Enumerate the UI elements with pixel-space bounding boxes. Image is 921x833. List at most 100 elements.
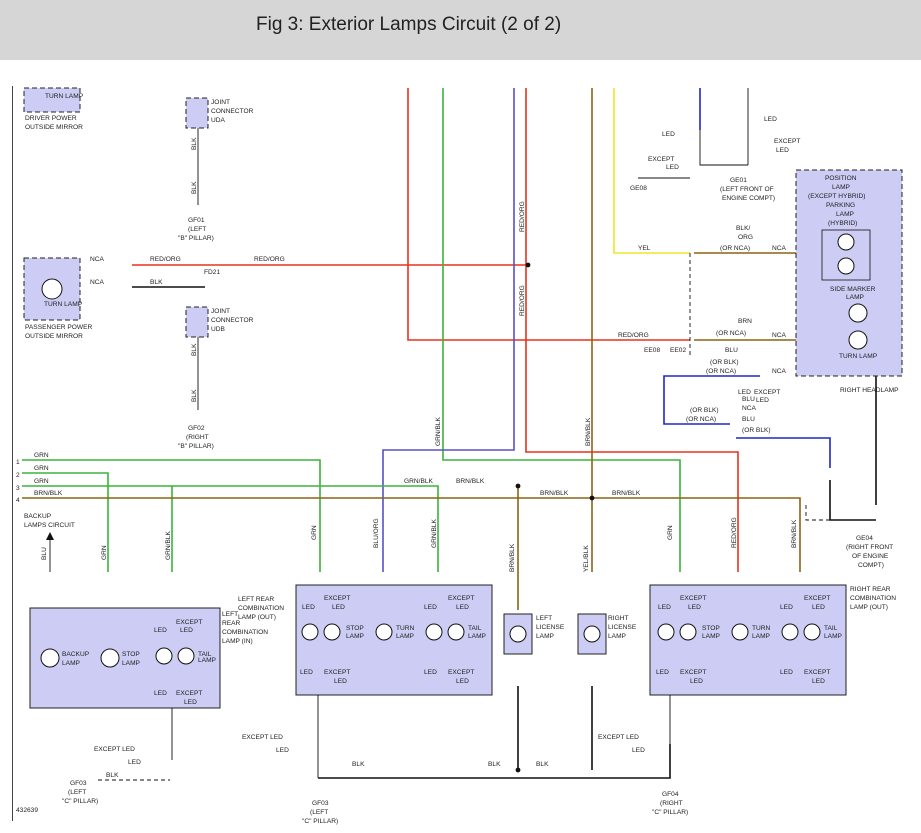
- brn-blk-vert: BRN/BLK: [585, 417, 592, 446]
- stop-lamp-in-icon: [100, 648, 120, 668]
- ge04-desc-3: COMPT): [858, 562, 884, 569]
- ge04-label: GE04: [856, 535, 873, 542]
- or-blk-label-3: (OR BLK): [742, 427, 771, 434]
- blk-vert-udb: BLK: [191, 343, 198, 356]
- parking-lamp-label: LAMP: [836, 211, 855, 218]
- rrco-led-2: [781, 623, 799, 641]
- led-ge-3: LED: [764, 116, 777, 123]
- red-org-vert-2: RED/ORG: [519, 285, 526, 316]
- driver-mirror-label-2: OUTSIDE MIRROR: [25, 124, 83, 131]
- left-license-1: LEFT: [536, 615, 552, 622]
- gf03-pillar-in: "C" PILLAR): [62, 798, 98, 805]
- rrco-turn-1: TURN: [752, 625, 771, 632]
- nca-label-2: NCA: [90, 279, 105, 286]
- grn-bus-1: GRN: [34, 452, 49, 459]
- passenger-turn-label: TURN LAMP: [44, 301, 83, 308]
- hybrid-label: (HYBRID): [828, 220, 857, 227]
- lrco-stop-2: LAMP: [346, 633, 365, 640]
- gf04-label: GF04: [662, 791, 679, 798]
- blk-vert-uda-2: BLK: [191, 181, 198, 194]
- ge01-label: GE01: [730, 177, 747, 184]
- except-led-lrco: EXCEPT LED: [242, 734, 283, 741]
- lrco-tail-1: TAIL: [468, 625, 482, 632]
- left-rear-comb-out-box: [295, 584, 493, 696]
- blk-label-mirror: BLK: [150, 279, 163, 286]
- driver-mirror-box: [23, 87, 81, 113]
- lrci-1: LEFT: [222, 611, 238, 618]
- brn-label: BRN: [738, 318, 752, 325]
- rrco-led-c: LED: [780, 604, 793, 611]
- right-headlamp-label: RIGHT HEADLAMP: [840, 387, 899, 394]
- nca-label-ge: NCA: [742, 405, 757, 412]
- rrco-except-b: EXCEPT: [804, 595, 830, 602]
- gf02-desc: (RIGHT: [186, 434, 209, 441]
- joint-connector-udb: [185, 306, 209, 338]
- rrco-turn-lamp: [731, 623, 749, 641]
- yel-blk-lic: YEL/BLK: [583, 545, 590, 572]
- lrco-tail-2: LAMP: [468, 633, 487, 640]
- ee02-label: EE02: [670, 347, 686, 354]
- wire-blk-ground: [318, 744, 671, 779]
- blk-in: BLK: [106, 772, 119, 779]
- parking-label: PARKING: [826, 202, 855, 209]
- or-blk-label: (OR BLK): [710, 359, 739, 366]
- lrco-led-2: [425, 623, 443, 641]
- lrco-led-a: LED: [302, 604, 315, 611]
- rrco-led-h: LED: [812, 678, 825, 685]
- backup-lamp-icon: [40, 648, 60, 668]
- brn-blk-bus-4: BRN/BLK: [34, 490, 63, 497]
- nca-hl-2: NCA: [772, 332, 787, 339]
- grn-rr: GRN: [667, 525, 674, 540]
- lrco-led-c: LED: [424, 604, 437, 611]
- lrco-led-e: LED: [300, 669, 313, 676]
- lrco-stop-lamp: [323, 623, 341, 641]
- lrco-led-g: LED: [424, 669, 437, 676]
- grn-blk-vert: GRN/BLK: [435, 416, 442, 446]
- grn-blk-out: GRN/BLK: [431, 518, 438, 548]
- wire-dash-ge04: [805, 505, 876, 521]
- tail-lamp-in-1: TAIL: [198, 651, 212, 658]
- tail-lamp-in-icon: [177, 647, 195, 665]
- backup-circuit-1: BACKUP: [24, 513, 52, 520]
- lrco-1: LEFT REAR: [238, 596, 274, 603]
- led-lrco: LED: [276, 747, 289, 754]
- position-lamp-frame: [821, 229, 871, 281]
- except-led-ge: EXCEPT: [648, 156, 674, 163]
- rrco-turn-2: LAMP: [752, 633, 771, 640]
- figure-id: 432639: [16, 807, 38, 814]
- right-license-3: LAMP: [608, 633, 627, 640]
- right-license-1: RIGHT: [608, 615, 629, 622]
- rrco-tail-lamp: [803, 623, 821, 641]
- wires: [22, 88, 877, 781]
- led-rrco: LED: [632, 747, 645, 754]
- rrco-stop-2: LAMP: [702, 633, 721, 640]
- wire-grn-1: [22, 459, 321, 572]
- page-title: Fig 3: Exterior Lamps Circuit (2 of 2): [256, 14, 562, 35]
- lrco-led-1: [301, 623, 319, 641]
- brn-blk-bus-5: BRN/BLK: [612, 490, 641, 497]
- tail-led-in-icon: [155, 647, 173, 665]
- left-license-3: LAMP: [536, 633, 555, 640]
- or-nca-label-2: (OR NCA): [716, 330, 746, 337]
- wire-yellow: [613, 88, 690, 254]
- lrco-stop-1: STOP: [346, 625, 364, 632]
- nca-hl-3: NCA: [772, 368, 787, 375]
- rrco-led-1: [657, 623, 675, 641]
- lrco-2: COMBINATION: [238, 605, 284, 612]
- led-in-2: LED: [180, 627, 193, 634]
- joint-label-2: JOINT: [211, 308, 230, 315]
- or-nca-label-3: (OR NCA): [706, 368, 736, 375]
- tail-lamp-in-2: LAMP: [198, 657, 217, 664]
- lrco-except-c: EXCEPT: [324, 669, 350, 676]
- side-marker-label: SIDE MARKER: [830, 286, 876, 293]
- grn-blk-bus: GRN/BLK: [404, 478, 434, 485]
- blu-label: BLU: [725, 347, 738, 354]
- driver-mirror-label-1: DRIVER POWER: [25, 115, 77, 122]
- position-lamp-label: LAMP: [832, 184, 851, 191]
- red-org-label-2: RED/ORG: [254, 256, 285, 263]
- gf02-pillar: "B" PILLAR): [178, 443, 214, 450]
- lrco-except-d: EXCEPT: [448, 669, 474, 676]
- udb-label: UDB: [211, 326, 226, 333]
- lrco-turn-1: TURN: [396, 625, 415, 632]
